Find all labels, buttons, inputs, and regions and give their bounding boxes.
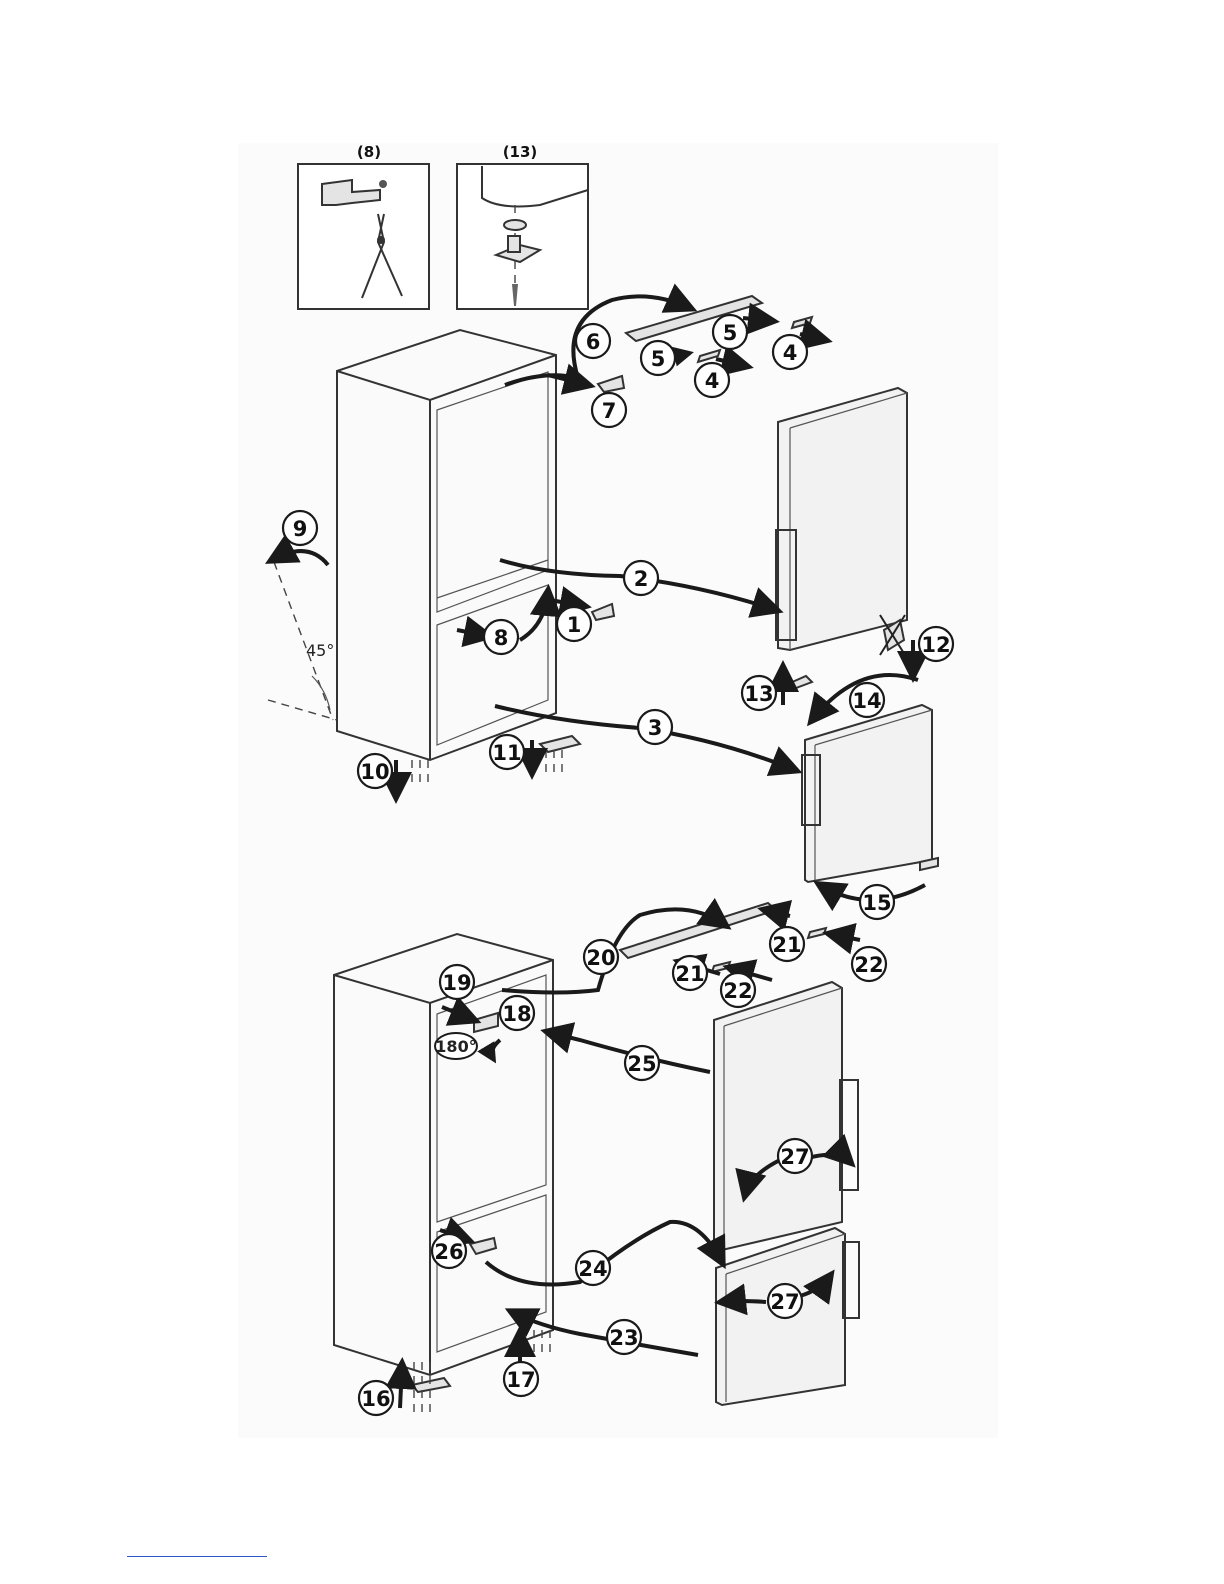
svg-text:27: 27 xyxy=(780,1145,809,1169)
callout-18: 18 xyxy=(500,996,534,1030)
rotate-180-badge: 180° xyxy=(435,1033,477,1059)
callout-14: 14 xyxy=(850,683,884,717)
svg-text:21: 21 xyxy=(675,962,704,986)
svg-text:6: 6 xyxy=(586,330,601,354)
svg-text:5: 5 xyxy=(651,347,666,371)
callout-26: 26 xyxy=(432,1234,466,1268)
callout-2: 2 xyxy=(624,561,658,595)
washer-icon xyxy=(504,220,526,230)
callout-8: 8 xyxy=(484,620,518,654)
callout-23: 23 xyxy=(607,1320,641,1354)
inset-13-panel: (13) xyxy=(457,143,588,309)
callout-21: 21 xyxy=(673,956,707,990)
callout-19: 19 xyxy=(440,965,474,999)
callout-5: 5 xyxy=(713,315,747,349)
svg-text:16: 16 xyxy=(361,1387,390,1411)
callout-24: 24 xyxy=(576,1251,610,1285)
callout-9: 9 xyxy=(283,511,317,545)
callout-16: 16 xyxy=(359,1381,393,1415)
callout-3: 3 xyxy=(638,710,672,744)
callout-12: 12 xyxy=(919,627,953,661)
svg-text:22: 22 xyxy=(723,979,752,1003)
svg-text:13: 13 xyxy=(744,682,773,706)
inset-8-label: (8) xyxy=(357,143,381,161)
svg-text:20: 20 xyxy=(586,946,615,970)
svg-text:27: 27 xyxy=(770,1290,799,1314)
svg-text:24: 24 xyxy=(578,1257,607,1281)
callout-1: 1 xyxy=(557,607,591,641)
svg-text:8: 8 xyxy=(494,626,509,650)
inset-13-label: (13) xyxy=(503,143,538,161)
svg-text:9: 9 xyxy=(293,517,308,541)
callout-7: 7 xyxy=(592,393,626,427)
svg-text:23: 23 xyxy=(609,1326,638,1350)
callout-4: 4 xyxy=(773,335,807,369)
svg-text:4: 4 xyxy=(705,369,720,393)
svg-text:7: 7 xyxy=(602,399,617,423)
callout-27: 27 xyxy=(778,1139,812,1173)
svg-text:25: 25 xyxy=(627,1052,656,1076)
callout-13: 13 xyxy=(742,676,776,710)
svg-text:3: 3 xyxy=(648,716,663,740)
svg-text:18: 18 xyxy=(502,1002,531,1026)
svg-text:11: 11 xyxy=(492,741,521,765)
callout-6: 6 xyxy=(576,324,610,358)
callout-22: 22 xyxy=(852,947,886,981)
svg-text:1: 1 xyxy=(567,613,582,637)
svg-text:4: 4 xyxy=(783,341,798,365)
svg-text:21: 21 xyxy=(772,933,801,957)
angle-45-label: 45° xyxy=(306,641,334,660)
svg-text:12: 12 xyxy=(921,633,950,657)
svg-text:2: 2 xyxy=(634,567,649,591)
svg-text:15: 15 xyxy=(862,891,891,915)
footer-rule xyxy=(127,1556,267,1557)
callout-5: 5 xyxy=(641,341,675,375)
svg-text:17: 17 xyxy=(506,1368,535,1392)
fridge-cabinet-top xyxy=(337,330,556,760)
svg-text:26: 26 xyxy=(434,1240,463,1264)
angle-180-label: 180° xyxy=(435,1037,476,1056)
upper-door-bottom xyxy=(714,982,858,1250)
callout-15: 15 xyxy=(860,885,894,919)
callout-22: 22 xyxy=(721,973,755,1007)
callout-10: 10 xyxy=(358,754,392,788)
callout-27: 27 xyxy=(768,1284,802,1318)
callout-21: 21 xyxy=(770,927,804,961)
svg-text:5: 5 xyxy=(723,321,738,345)
svg-text:19: 19 xyxy=(442,971,471,995)
svg-text:22: 22 xyxy=(854,953,883,977)
callout-17: 17 xyxy=(504,1362,538,1396)
callout-25: 25 xyxy=(625,1046,659,1080)
upper-door-top xyxy=(776,388,907,650)
callout-4: 4 xyxy=(695,363,729,397)
inset-8-panel: (8) xyxy=(298,143,429,309)
svg-text:14: 14 xyxy=(852,689,881,713)
svg-text:10: 10 xyxy=(360,760,389,784)
callout-11: 11 xyxy=(490,735,524,769)
callout-20: 20 xyxy=(584,940,618,974)
